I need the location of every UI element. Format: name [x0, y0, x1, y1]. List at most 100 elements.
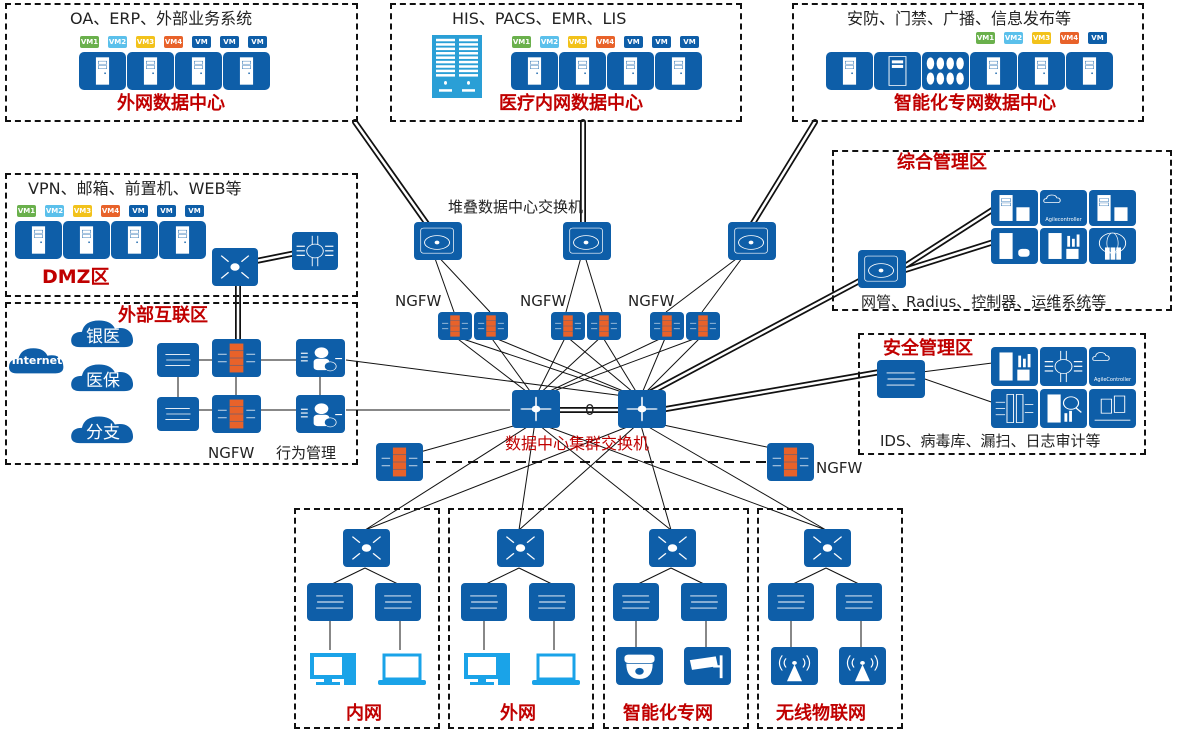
access-switch-icon[interactable] [836, 583, 882, 621]
access-aggregation-switch-icon[interactable] [804, 529, 851, 567]
dmz-server-icon[interactable] [63, 221, 110, 259]
medical-dc-server-icon[interactable] [559, 52, 606, 90]
external-ngfw-icon-1[interactable] [212, 339, 261, 377]
smart-dc-tower-server-icon[interactable] [874, 52, 921, 90]
access-switch-icon[interactable] [461, 583, 507, 621]
behavior-mgmt-icon-1[interactable] [296, 339, 345, 377]
log-audit-icon[interactable] [1089, 389, 1136, 428]
bullet-camera-icon[interactable] [684, 647, 731, 685]
link-agg-sw [670, 567, 707, 586]
smart-dc-server-icon[interactable] [970, 52, 1017, 90]
integrated-mgmt-caption: 网管、Radius、控制器、运维系统等 [861, 293, 1107, 311]
access-aggregation-switch-icon[interactable] [497, 529, 544, 567]
external-switch-icon-1[interactable] [157, 343, 199, 377]
access-switch-icon[interactable] [375, 583, 421, 621]
link-sec-2 [921, 377, 1001, 406]
zone-medical-dc [390, 3, 742, 122]
desktop-pc-icon[interactable] [464, 651, 512, 687]
integrated-mgmt-switch-icon[interactable] [858, 250, 906, 288]
medical-dc-server-icon[interactable] [655, 52, 702, 90]
smart-dc-server-icon[interactable] [1066, 52, 1113, 90]
external-dc-server-icon[interactable] [223, 52, 270, 90]
external-dc-server-icon[interactable] [79, 52, 126, 90]
cloud-external-network-icon[interactable]: 银医 [70, 316, 136, 350]
radius-server-icon[interactable] [1089, 190, 1136, 226]
wireless-ap-icon[interactable] [771, 647, 818, 685]
desktop-pc-icon[interactable] [310, 651, 358, 687]
stack-switch-icon-1[interactable] [414, 222, 462, 260]
dmz-aggregation-switch-icon[interactable] [212, 248, 258, 286]
cluster-switch-icon-1[interactable] [512, 390, 560, 428]
link-agg-sw [483, 567, 520, 586]
access-aggregation-switch-icon[interactable] [343, 529, 390, 567]
link-behavior-core [345, 359, 641, 399]
link-ngfw-core [565, 335, 641, 399]
dmz-ids-icon[interactable] [292, 232, 338, 270]
vuln-scan-icon[interactable] [1040, 389, 1087, 428]
core-ngfw-icon-3[interactable] [551, 312, 585, 340]
smart-dc-disk-array-icon[interactable] [922, 52, 969, 90]
dmz-server-icon[interactable] [159, 221, 206, 259]
smart-dc-server-icon[interactable] [826, 52, 873, 90]
core-ngfw-icon-4[interactable] [587, 312, 621, 340]
link-ngfw-core [639, 335, 667, 399]
stack-switch-icon-3[interactable] [728, 222, 776, 260]
medical-dc-storage-rack-icon[interactable] [432, 35, 482, 98]
ids-icon[interactable] [1040, 347, 1087, 386]
firewall-wall-icon[interactable] [991, 389, 1038, 428]
link-stack-ngfw [431, 249, 491, 313]
medical-dc-vm-badge: VM2 [540, 36, 559, 48]
nms-server-icon[interactable] [991, 190, 1038, 226]
link-core-integrated-inner [638, 268, 882, 400]
laptop-icon[interactable] [532, 651, 580, 687]
agile-controller-icon[interactable]: AgileController [1089, 347, 1136, 386]
external-switch-icon-2[interactable] [157, 397, 199, 431]
zone-access-wireless [757, 508, 903, 729]
access-aggregation-switch-icon[interactable] [649, 529, 696, 567]
external-dc-server-icon[interactable] [175, 52, 222, 90]
security-mgmt-switch-icon[interactable] [877, 360, 925, 398]
access-switch-icon[interactable] [307, 583, 353, 621]
dome-camera-icon[interactable] [616, 647, 663, 685]
core-ngfw-icon-1[interactable] [438, 312, 472, 340]
external-dc-server-icon[interactable] [127, 52, 174, 90]
wireless-ap-icon[interactable] [839, 647, 886, 685]
agile-controller-icon[interactable]: Agilecontroller [1040, 190, 1087, 226]
core-ngfw-icon-6[interactable] [686, 312, 720, 340]
core-ngfw-icon-5[interactable] [650, 312, 684, 340]
edge-ngfw-icon-left[interactable] [376, 443, 423, 481]
laptop-icon[interactable] [378, 651, 426, 687]
cloud-external-network-icon[interactable]: 分支 [70, 412, 136, 446]
dmz-vm-badge: VM1 [17, 205, 36, 217]
link-ngfw-core [534, 335, 603, 399]
edge-ngfw-icon-right[interactable] [767, 443, 814, 481]
access-switch-icon[interactable] [681, 583, 727, 621]
log-server-icon[interactable] [991, 347, 1038, 386]
external-dc-vm-badge: VM4 [164, 36, 183, 48]
behavior-mgmt-icon-2[interactable] [296, 395, 345, 433]
cloud-external-network-icon[interactable]: 医保 [70, 360, 136, 394]
stack-switch-icon-2[interactable] [563, 222, 611, 260]
link-mgmt-1-inner [903, 203, 1002, 268]
external-dc-title: 外网数据中心 [117, 93, 225, 114]
core-ngfw-icon-2[interactable] [474, 312, 508, 340]
medical-dc-server-icon[interactable] [607, 52, 654, 90]
medical-dc-title: 医疗内网数据中心 [499, 93, 643, 114]
security-server-icon[interactable] [991, 228, 1038, 264]
ops-server-icon[interactable] [1040, 228, 1087, 264]
external-ngfw-icon-2[interactable] [212, 395, 261, 433]
global-ops-icon[interactable] [1089, 228, 1136, 264]
dmz-server-icon[interactable] [15, 221, 62, 259]
cluster-switch-icon-2[interactable] [618, 390, 666, 428]
dmz-server-icon[interactable] [111, 221, 158, 259]
link-ngfw-core [453, 335, 536, 399]
external-dc-vm-badge: VM2 [108, 36, 127, 48]
access-switch-icon[interactable] [529, 583, 575, 621]
access-switch-icon[interactable] [613, 583, 659, 621]
stack-switch-label: 堆叠数据中心交换机 [448, 198, 584, 216]
cloud-internet-icon[interactable]: Internet [8, 344, 66, 376]
smart-dc-server-icon[interactable] [1018, 52, 1065, 90]
medical-dc-server-icon[interactable] [511, 52, 558, 90]
access-switch-icon[interactable] [768, 583, 814, 621]
